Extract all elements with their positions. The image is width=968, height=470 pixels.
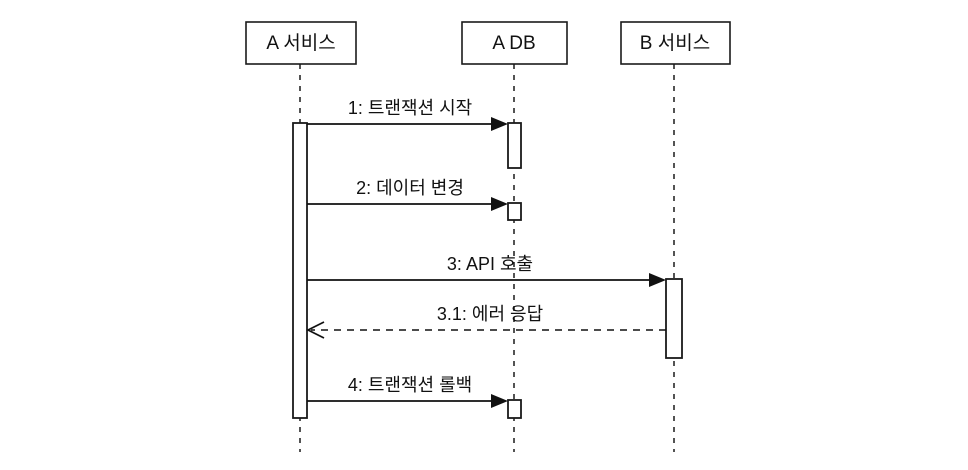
message-4-arrowhead-icon <box>491 394 508 408</box>
participant-a-db-label: A DB <box>492 33 535 54</box>
participant-a-service[interactable]: A 서비스 <box>245 21 357 65</box>
activation-a-db-1[interactable] <box>507 122 522 169</box>
message-2-label: 2: 데이터 변경 <box>356 178 464 198</box>
message-4[interactable]: 4: 트랜잭션 롤백 <box>307 375 508 408</box>
participant-b-service-label: B 서비스 <box>640 32 710 54</box>
message-3-1-arrowhead-icon <box>306 321 325 339</box>
participant-a-db[interactable]: A DB <box>461 21 568 65</box>
activation-a-service-main[interactable] <box>292 122 308 419</box>
message-1[interactable]: 1: 트랜잭션 시작 <box>307 98 508 131</box>
activation-bar[interactable] <box>292 122 308 419</box>
message-4-label: 4: 트랜잭션 롤백 <box>348 375 472 395</box>
message-3-arrowhead-icon <box>649 273 666 287</box>
message-3-label: 3: API 호출 <box>447 254 533 274</box>
message-3-1-label: 3.1: 에러 응답 <box>437 304 543 324</box>
activation-b-service-1[interactable] <box>665 278 683 359</box>
participant-b-service[interactable]: B 서비스 <box>620 21 731 65</box>
activation-bar[interactable] <box>507 399 522 419</box>
activation-bar[interactable] <box>665 278 683 359</box>
participant-a-service-box[interactable] <box>245 21 357 65</box>
message-2[interactable]: 2: 데이터 변경 <box>307 178 508 211</box>
message-1-arrowhead-icon <box>491 117 508 131</box>
activation-a-db-3[interactable] <box>507 399 522 419</box>
message-3[interactable]: 3: API 호출 <box>307 254 666 287</box>
message-3-1[interactable]: 3.1: 에러 응답 <box>306 304 666 339</box>
participant-a-service-label: A 서비스 <box>266 32 335 54</box>
message-2-arrowhead-icon <box>491 197 508 211</box>
activation-bar[interactable] <box>507 122 522 169</box>
activation-bar[interactable] <box>507 202 522 221</box>
message-1-label: 1: 트랜잭션 시작 <box>348 98 472 118</box>
participant-b-service-box[interactable] <box>620 21 731 65</box>
activation-a-db-2[interactable] <box>507 202 522 221</box>
participant-a-db-box[interactable] <box>461 21 568 65</box>
